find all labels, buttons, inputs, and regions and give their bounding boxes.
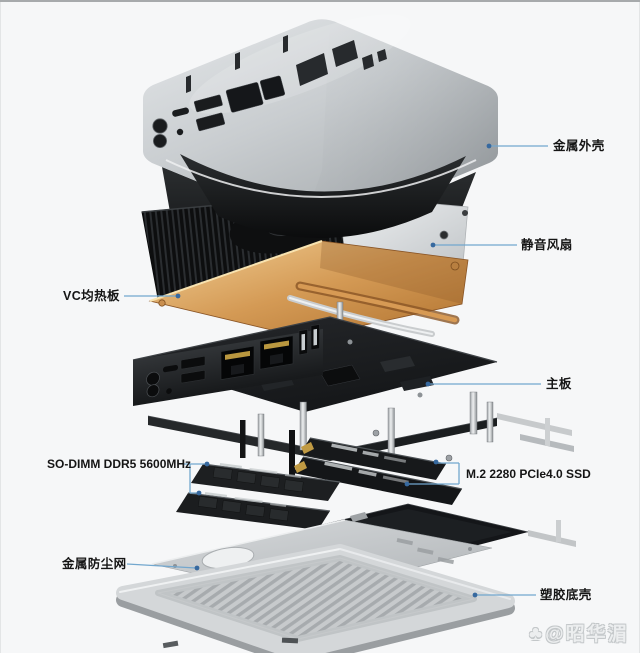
metal-shell	[143, 14, 498, 239]
usb-vertical-port	[298, 324, 320, 356]
fan-screw	[439, 230, 449, 240]
leader-vc-plate	[124, 293, 181, 299]
left-border-line	[0, 2, 1, 653]
watermark-logo-icon: ♣	[529, 623, 545, 645]
screw	[445, 454, 453, 462]
usb-c-port	[163, 365, 178, 373]
standoff-posts	[240, 391, 494, 476]
callout-motherboard: 主板	[546, 376, 572, 391]
leader-lines	[124, 143, 548, 598]
screw	[372, 429, 380, 437]
foot-notch	[281, 637, 299, 644]
leader-so-dimm	[183, 461, 210, 496]
callout-bottom-shell: 塑胶底壳	[540, 587, 592, 602]
shell-rim-highlight	[165, 159, 477, 198]
callout-dust-filter: 金属防尘网	[62, 556, 127, 571]
io-port-band	[133, 324, 323, 406]
shell-vent-slots	[186, 35, 387, 93]
ssd-connector	[301, 442, 314, 454]
callout-vc-plate: VC均热板	[63, 288, 120, 303]
usb-a-port	[180, 370, 206, 384]
foot-notch	[162, 640, 179, 649]
ssd-connector	[294, 461, 307, 473]
callout-silent-fan: 静音风扇	[521, 237, 573, 252]
bottom-cover	[116, 544, 515, 653]
fan-screw	[462, 210, 468, 216]
vc-heat-spreader	[148, 240, 469, 339]
usb-a-port	[180, 356, 206, 370]
ethernet-port	[220, 345, 255, 380]
ram-module	[191, 462, 341, 501]
watermark-text: @昭华湄	[545, 624, 629, 645]
leader-dust-filter	[126, 563, 200, 571]
ram-modules	[176, 462, 341, 530]
ethernet-port	[259, 335, 294, 370]
callout-metal-shell: 金属外壳	[553, 138, 605, 153]
leader-bottom-shell	[472, 592, 536, 598]
ssd-modules	[293, 429, 463, 505]
leader-motherboard	[425, 381, 541, 387]
leader-metal-shell	[486, 143, 548, 149]
ssd-module	[300, 437, 447, 480]
leader-silent-fan	[430, 242, 517, 248]
shell-port-cutouts	[152, 75, 286, 148]
leader-m2-ssd	[404, 459, 460, 487]
watermark: ♣@昭华湄	[529, 621, 629, 648]
callout-m2-ssd: M.2 2280 PCIe4.0 SSD	[466, 467, 591, 481]
ram-module	[176, 491, 331, 530]
callout-so-dimm: SO-DIMM DDR5 5600MHz	[47, 457, 192, 471]
